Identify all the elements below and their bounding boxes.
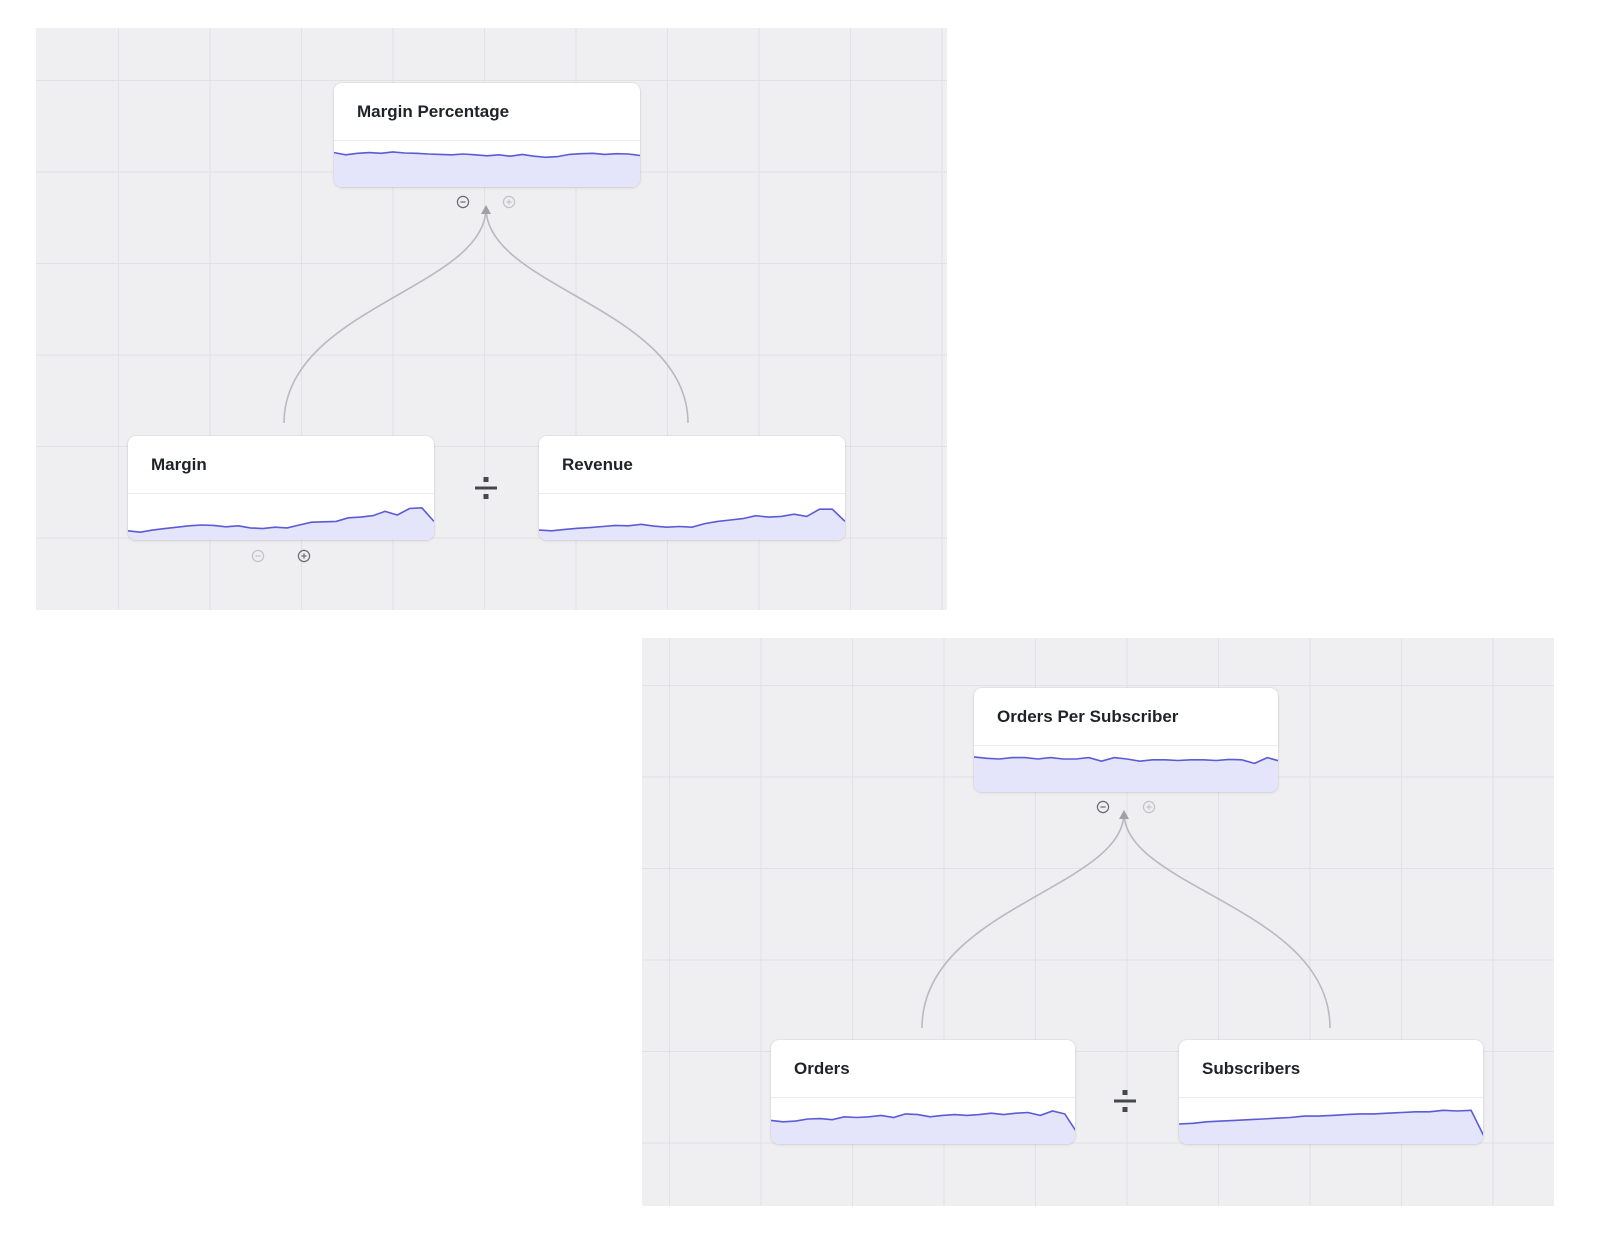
connector-line [921, 812, 1125, 1029]
trend-sparkline [334, 141, 640, 187]
plus-circle-icon [297, 549, 311, 563]
divide-operator[interactable] [1108, 1084, 1142, 1118]
sparkline-line [771, 1111, 1075, 1133]
sparkline-line [1179, 1110, 1483, 1138]
plus-circle-icon [502, 195, 516, 209]
sparkline-area [539, 509, 845, 540]
trend-sparkline [974, 746, 1278, 792]
connector-line [1123, 812, 1331, 1029]
arrow-up-icon [1119, 810, 1129, 819]
metric-node-revenue[interactable]: Revenue [539, 436, 845, 540]
divide-icon [475, 477, 497, 499]
trend-sparkline [1179, 1098, 1483, 1144]
minus-circle-icon [251, 549, 265, 563]
node-title: Margin Percentage [357, 101, 510, 121]
node-header: Revenue [539, 436, 845, 494]
metric-node-margin[interactable]: Margin [128, 436, 434, 540]
sparkline-line [974, 757, 1278, 764]
node-header: Orders Per Subscriber [974, 688, 1278, 746]
sparkline-area [128, 507, 434, 540]
sparkline-line [539, 509, 845, 531]
node-header: Orders [771, 1040, 1075, 1098]
expand-button[interactable] [502, 195, 516, 209]
sparkline-area [771, 1111, 1075, 1144]
sparkline-area [1179, 1110, 1483, 1144]
metric-tree-canvas[interactable]: Orders Per Subscriber Orders Subscribe [642, 638, 1554, 1206]
metric-node-orders-per-subscriber[interactable]: Orders Per Subscriber [974, 688, 1278, 792]
node-title: Orders [794, 1058, 850, 1078]
plus-circle-icon [1142, 800, 1156, 814]
collapse-button[interactable] [456, 195, 470, 209]
arrow-up-icon [481, 205, 491, 214]
connector-line [283, 207, 487, 424]
minus-circle-icon [456, 195, 470, 209]
trend-sparkline [128, 494, 434, 540]
node-title: Orders Per Subscriber [997, 706, 1179, 726]
metric-tree-canvas[interactable]: Margin Percentage Margin [36, 28, 947, 610]
metric-node-subscribers[interactable]: Subscribers [1179, 1040, 1483, 1144]
collapse-button[interactable] [1096, 800, 1110, 814]
node-header: Margin [128, 436, 434, 494]
trend-sparkline [771, 1098, 1075, 1144]
node-title: Subscribers [1202, 1058, 1301, 1078]
divide-operator[interactable] [469, 471, 503, 505]
expand-button[interactable] [1142, 800, 1156, 814]
connector-line [485, 207, 689, 424]
sparkline-area [334, 151, 640, 187]
node-header: Subscribers [1179, 1040, 1483, 1098]
sparkline-line [128, 508, 434, 532]
collapse-button[interactable] [251, 549, 265, 563]
node-title: Margin [151, 454, 207, 474]
minus-circle-icon [1096, 800, 1110, 814]
metric-node-orders[interactable]: Orders [771, 1040, 1075, 1144]
node-header: Margin Percentage [334, 83, 640, 141]
divide-icon [1114, 1090, 1136, 1112]
trend-sparkline [539, 494, 845, 540]
expand-button[interactable] [297, 549, 311, 563]
metric-node-margin-percentage[interactable]: Margin Percentage [334, 83, 640, 187]
sparkline-line [334, 152, 640, 157]
node-title: Revenue [562, 454, 633, 474]
sparkline-area [974, 756, 1278, 792]
